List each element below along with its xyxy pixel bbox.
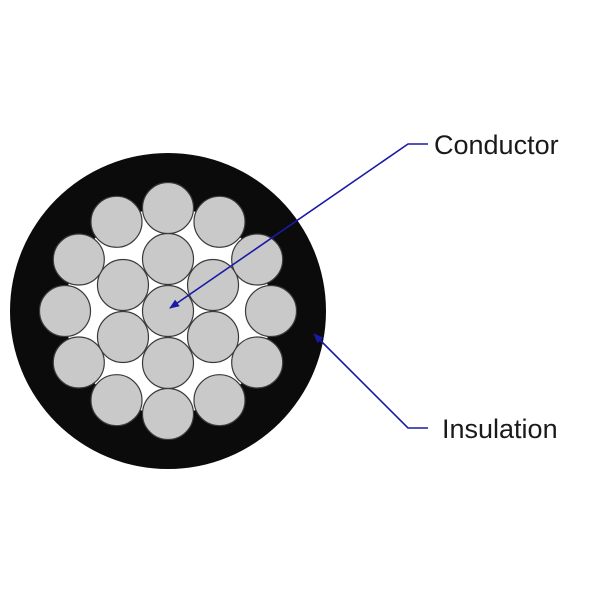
conductor-label: Conductor — [434, 130, 559, 160]
insulation-leader-line — [313, 333, 428, 429]
strand-outer — [141, 387, 195, 441]
strand-center — [141, 284, 195, 338]
conductor-strands — [38, 181, 298, 441]
strand-inner — [186, 310, 240, 364]
strand-outer — [244, 284, 298, 338]
strand-outer — [52, 233, 105, 286]
strand-outer — [90, 195, 143, 248]
strand-outer — [38, 284, 92, 338]
strand-outer — [231, 336, 284, 389]
strand-outer — [193, 195, 246, 248]
conductor-leader-line — [169, 143, 428, 309]
insulation-label: Insulation — [442, 414, 558, 444]
strand-outer — [231, 233, 284, 286]
strand-outer — [141, 181, 195, 235]
strand-inner — [186, 258, 240, 312]
strand-outer — [193, 374, 246, 427]
strand-inner — [141, 336, 195, 390]
strand-outer — [52, 336, 105, 389]
strand-inner — [96, 258, 150, 312]
strand-inner — [141, 232, 195, 286]
strand-inner — [96, 310, 150, 364]
strand-outer — [90, 374, 143, 427]
